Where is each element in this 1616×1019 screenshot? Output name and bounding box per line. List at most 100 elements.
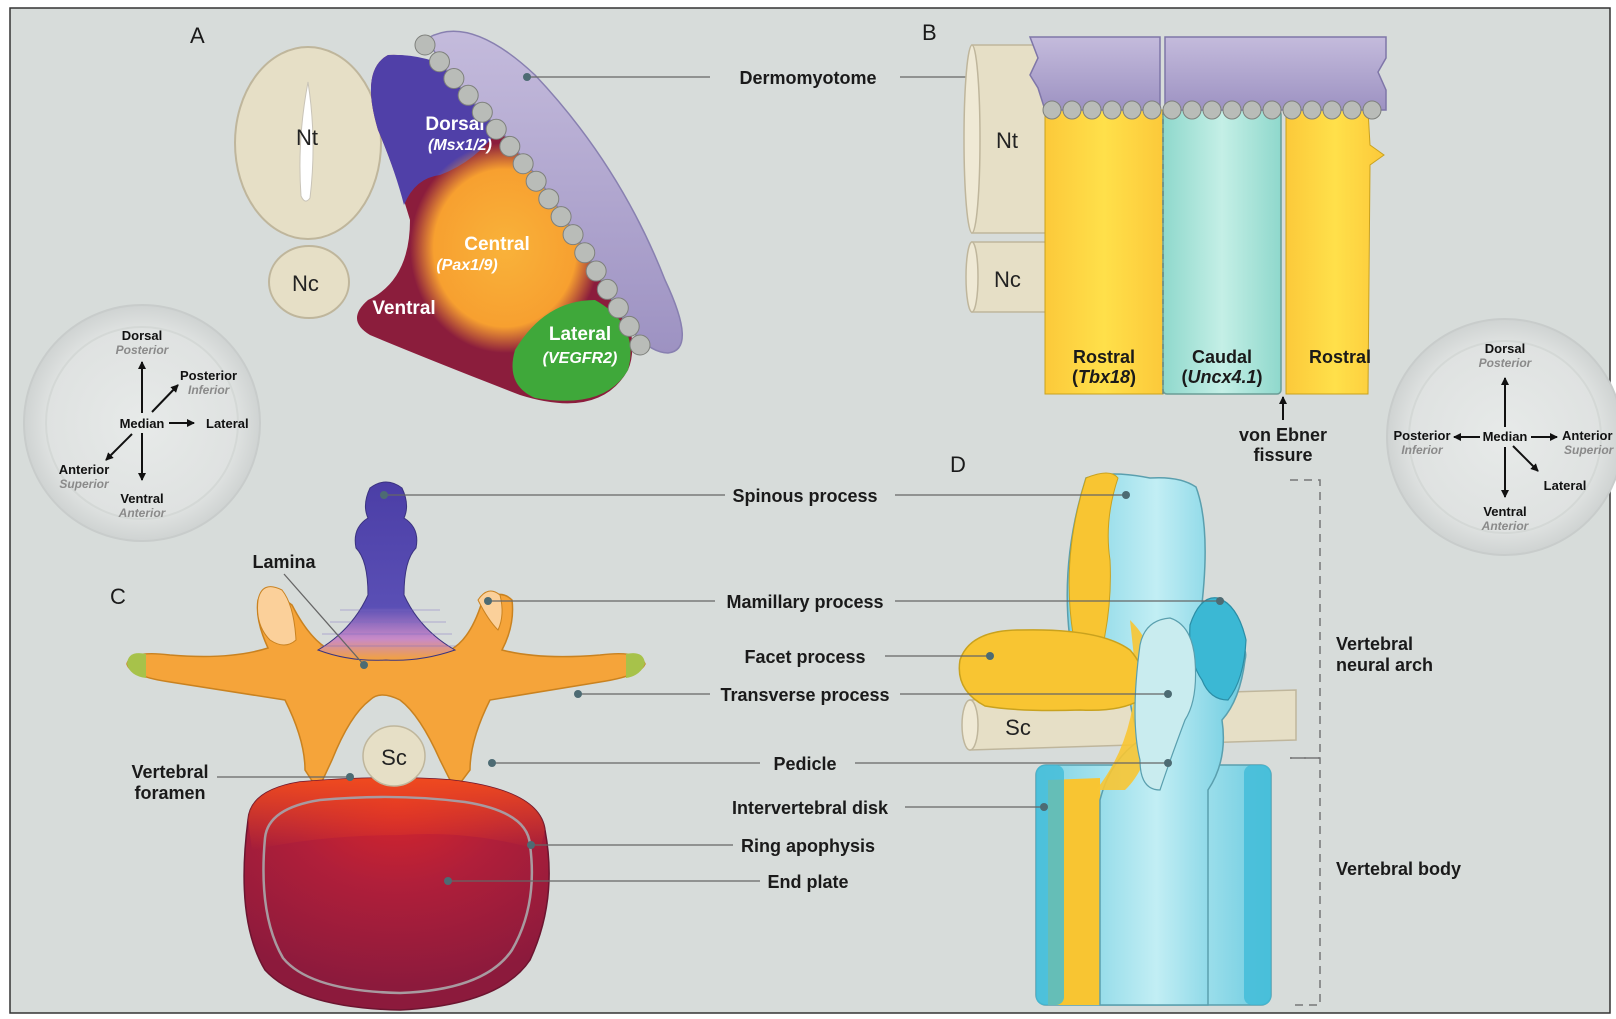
compass-left-median: Median: [120, 416, 165, 431]
compass-left-dorsal: Dorsal: [122, 328, 162, 343]
body-label: Vertebral body: [1336, 859, 1461, 879]
cell-bead: [563, 225, 583, 245]
cell-bead-b: [1283, 101, 1301, 119]
panel-b-letter: B: [922, 20, 937, 45]
cell-bead-b: [1203, 101, 1221, 119]
disk-left: [1036, 765, 1064, 1005]
cell-bead: [429, 52, 449, 72]
compass-left-posterior: Posterior: [180, 368, 237, 383]
spinous-label: Spinous process: [732, 486, 877, 506]
cell-beads-b: [1043, 101, 1381, 119]
cell-bead: [586, 261, 606, 281]
compass-right-anterior: Anterior: [1562, 428, 1613, 443]
rostral1-label: Rostral: [1073, 347, 1135, 367]
caudal-gene-text: Uncx4.1: [1187, 367, 1256, 387]
fissure-label-line2: fissure: [1253, 445, 1312, 465]
cell-bead-b: [1163, 101, 1181, 119]
cell-bead: [415, 35, 435, 55]
cell-bead: [551, 207, 571, 227]
fissure-label-line1: von Ebner: [1239, 425, 1327, 445]
compass-left-ventral: Ventral: [120, 491, 163, 506]
mamillary-label: Mamillary process: [726, 592, 883, 612]
caudal-label: Caudal: [1192, 347, 1252, 367]
cell-bead: [575, 243, 595, 263]
panel-c-letter: C: [110, 584, 126, 609]
transverse-label: Transverse process: [720, 685, 889, 705]
sc-label-c: Sc: [381, 745, 407, 770]
nc-label-b: Nc: [994, 267, 1021, 292]
compass-left-dorsal-sub: Posterior: [116, 343, 170, 357]
cell-bead: [486, 119, 506, 139]
compass-left-ventral-sub: Anterior: [118, 506, 167, 520]
cell-bead: [458, 85, 478, 105]
compass-left-posterior-sub: Inferior: [188, 383, 231, 397]
cell-bead-b: [1243, 101, 1261, 119]
arch-label-line1: Vertebral: [1336, 634, 1413, 654]
cell-bead-b: [1043, 101, 1061, 119]
compass-right-lateral: Lateral: [1544, 478, 1587, 493]
panel-d-letter: D: [950, 452, 966, 477]
nt-label-a: Nt: [296, 125, 318, 150]
compass-right-dorsal-sub: Posterior: [1479, 356, 1533, 370]
central-label: Central: [464, 234, 529, 255]
cell-bead-b: [1223, 101, 1241, 119]
cell-bead: [513, 154, 533, 174]
compass-right-posterior-sub: Inferior: [1401, 443, 1444, 457]
compass-right-posterior: Posterior: [1393, 428, 1450, 443]
cell-bead-b: [1063, 101, 1081, 119]
cell-bead: [500, 136, 520, 156]
cell-bead-b: [1103, 101, 1121, 119]
cell-bead: [444, 68, 464, 88]
notochord-b: Nc: [966, 242, 1052, 312]
lateral-label: Lateral: [549, 324, 611, 345]
cell-bead: [619, 316, 639, 336]
disk-right: [1244, 765, 1271, 1005]
compass-left-anterior: Anterior: [59, 462, 110, 477]
pedicle-label: Pedicle: [773, 754, 836, 774]
sc-label-d: Sc: [1005, 715, 1031, 740]
dermomyotome-label: Dermomyotome: [739, 68, 876, 88]
cell-bead-b: [1123, 101, 1141, 119]
cell-bead: [597, 279, 617, 299]
cell-bead-b: [1343, 101, 1361, 119]
caudal-gene: (Uncx4.1): [1181, 367, 1262, 387]
facet-d: [959, 630, 1143, 711]
dorsal-gene-label: (Msx1/2): [428, 137, 492, 154]
rostral1-gene: (Tbx18): [1072, 367, 1136, 387]
dermomyotome-dot-a: [523, 73, 531, 81]
nt-label-b: Nt: [996, 128, 1018, 153]
compass-right-anterior-sub: Superior: [1564, 443, 1615, 457]
cell-bead-b: [1143, 101, 1161, 119]
panel-a-letter: A: [190, 23, 205, 48]
cell-bead-b: [1303, 101, 1321, 119]
endplate-label: End plate: [767, 872, 848, 892]
central-gene-label: (Pax1/9): [436, 257, 497, 274]
orientation-compass-right: Dorsal Posterior Posterior Inferior Medi…: [1387, 319, 1616, 555]
foramen-label-line2: foramen: [134, 783, 205, 803]
lateral-gene-label: (VEGFR2): [543, 350, 618, 367]
ring-label: Ring apophysis: [741, 836, 875, 856]
orientation-compass-left: Dorsal Posterior Posterior Inferior Medi…: [24, 305, 260, 541]
cell-bead: [472, 102, 492, 122]
ventral-label: Ventral: [372, 298, 435, 319]
cell-bead-b: [1323, 101, 1341, 119]
compass-left-anterior-sub: Superior: [59, 477, 110, 491]
compass-right-ventral-sub: Anterior: [1481, 519, 1530, 533]
cell-bead-b: [1363, 101, 1381, 119]
arch-label-line2: neural arch: [1336, 655, 1433, 675]
rostral1-gene-text: Tbx18: [1078, 367, 1130, 387]
cell-bead: [630, 335, 650, 355]
cell-bead: [608, 298, 628, 318]
facet-label: Facet process: [744, 647, 865, 667]
dermomyotome-b: [1030, 37, 1386, 119]
cell-bead-b: [1263, 101, 1281, 119]
cell-bead: [539, 189, 559, 209]
nc-label-a: Nc: [292, 271, 319, 296]
compass-right-dorsal: Dorsal: [1485, 341, 1525, 356]
foramen-label-line1: Vertebral: [131, 762, 208, 782]
cell-bead-b: [1183, 101, 1201, 119]
compass-right-ventral: Ventral: [1483, 504, 1526, 519]
lamina-label: Lamina: [252, 552, 316, 572]
neural-tube-a: Nt: [235, 47, 381, 239]
